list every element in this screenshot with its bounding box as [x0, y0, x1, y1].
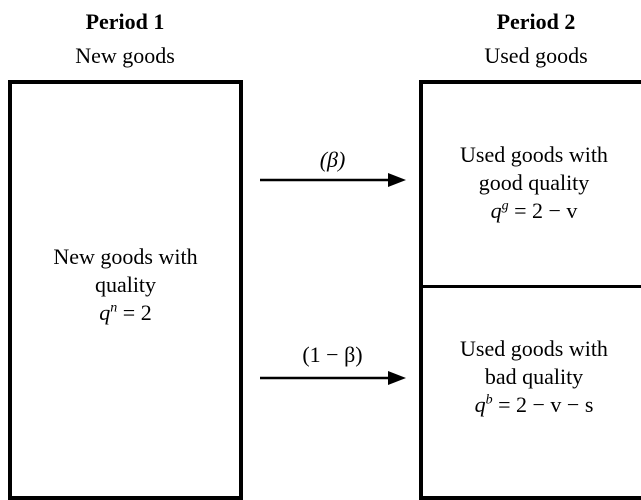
bottom-arrow-label: (1 − β)	[302, 342, 363, 367]
bad-quality-line2: bad quality	[484, 364, 584, 389]
bottom-arrow-head-icon	[388, 371, 406, 385]
good-quality-text: Used goods with good quality qg = 2 − v	[423, 128, 641, 238]
good-quality-line2: good quality	[478, 170, 590, 195]
bad-quality-text: Used goods with bad quality qb = 2 − v −…	[423, 322, 641, 432]
period1-title: Period 1	[85, 9, 165, 34]
bad-quality-line1: Used goods with	[460, 336, 608, 361]
new-goods-line2: quality	[94, 272, 157, 297]
new-goods-formula: qn = 2	[99, 300, 152, 325]
new-goods-line1: New goods with	[53, 244, 198, 269]
period1-subtitle: New goods	[75, 43, 175, 68]
bad-quality-formula: qb = 2 − v − s	[474, 392, 594, 417]
bottom-arrow	[260, 371, 406, 385]
top-arrow-head-icon	[388, 173, 406, 187]
good-quality-line1: Used goods with	[460, 142, 608, 167]
top-arrow	[260, 173, 406, 187]
good-quality-formula: qg = 2 − v	[490, 198, 578, 223]
new-goods-text: New goods with quality qn = 2	[12, 230, 239, 340]
period2-title: Period 2	[496, 9, 576, 34]
period2-subtitle: Used goods	[484, 43, 588, 68]
quality-divider	[419, 285, 641, 288]
top-arrow-label: (β)	[319, 147, 346, 172]
